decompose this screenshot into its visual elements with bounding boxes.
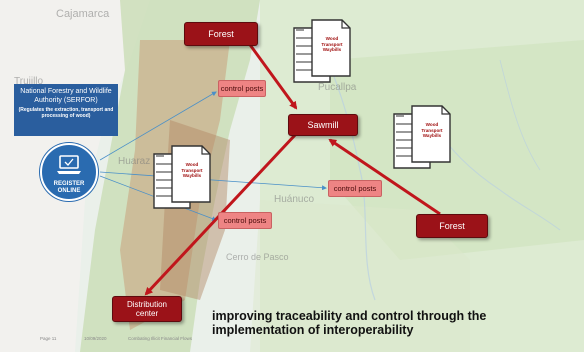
document-stack-icon xyxy=(393,105,451,169)
map-label-trujillo: Trujillo xyxy=(14,76,44,87)
map-label-huanuco: Huánuco xyxy=(274,194,315,205)
waybill-documents-right: Wood Transport Waybills xyxy=(390,104,454,170)
control-posts-middle: control posts xyxy=(328,180,382,197)
register-online-label: REGISTER ONLINE xyxy=(53,181,85,194)
control-posts-top: control posts xyxy=(218,80,266,97)
connector-to-control-posts-middle xyxy=(99,171,327,191)
flow-forest-top-to-sawmill xyxy=(246,41,298,110)
distribution-center-node: Distribution center xyxy=(112,296,182,322)
document-stack-icon xyxy=(293,19,351,83)
footer-page: Page 11 xyxy=(40,336,57,341)
document-stack-icon xyxy=(153,145,211,209)
serfor-title: National Forestry and Wildlife Authority… xyxy=(20,88,112,104)
footer-title: Combating Illicit Financial Flows xyxy=(128,336,193,341)
map-label-huaraz: Huaraz xyxy=(118,156,151,167)
headline: improving traceability and control throu… xyxy=(212,309,487,337)
waybill-label: Wood Transport Waybills xyxy=(421,122,443,139)
serfor-box: National Forestry and Wildlife Authority… xyxy=(14,84,118,136)
map-label-pucallpa: Pucallpa xyxy=(318,82,357,93)
flow-forest-right-to-sawmill xyxy=(328,138,441,216)
forest-top-node: Forest xyxy=(184,22,258,46)
forest-right-node: Forest xyxy=(416,214,488,238)
map-label-cerro-de-pasco: Cerro de Pasco xyxy=(226,252,289,262)
connector-to-control-posts-top xyxy=(99,91,217,161)
serfor-subtitle: (Regulates the extraction, transport and… xyxy=(18,107,114,119)
control-posts-bottom: control posts xyxy=(218,212,272,229)
map-label-cajamarca: Cajamarca xyxy=(56,8,110,20)
waybill-label: Wood Transport Waybills xyxy=(181,162,203,179)
waybill-documents-top: Wood Transport Waybills xyxy=(290,18,354,84)
laptop-icon xyxy=(57,155,81,174)
waybill-label: Wood Transport Waybills xyxy=(321,36,343,53)
sawmill-node: Sawmill xyxy=(288,114,358,136)
footer-date: 10/09/2020 xyxy=(84,336,107,341)
register-online-button[interactable]: REGISTER ONLINE xyxy=(40,143,98,201)
waybill-documents-left: Wood Transport Waybills xyxy=(150,144,214,210)
